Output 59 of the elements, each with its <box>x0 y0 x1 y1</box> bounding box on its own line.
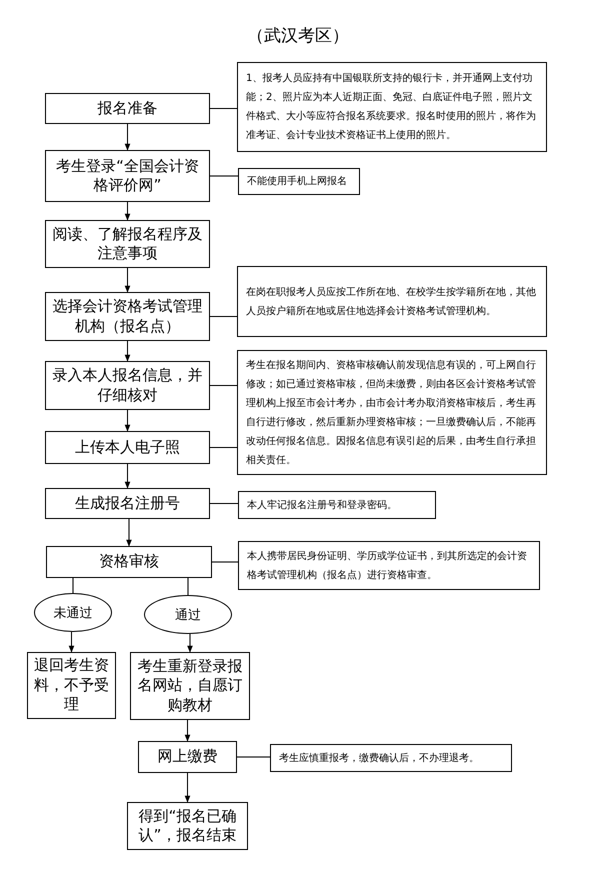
connector-line <box>210 108 238 109</box>
arrow <box>184 720 190 742</box>
connector-line <box>210 385 238 386</box>
node-text: 得到“报名已确认”，报名结束 <box>138 806 238 846</box>
process-box <box>45 150 210 202</box>
connector-line <box>210 447 238 448</box>
process-box <box>45 220 210 268</box>
node-text: 报名准备 <box>98 98 158 118</box>
process-box <box>45 431 210 464</box>
process-box <box>46 546 212 578</box>
note-box <box>270 744 512 772</box>
diagram-title: （武汉考区） <box>247 25 349 47</box>
node-text: 1、报考人员应持有中国银联所支持的银行卡，并开通网上支付功能；2、照片应为本人近期正面、免冠、白底证件电子照，照片文件格式、大小等应符合报名系统要求。报名时使用的照片，将作为准考证、会计专业技术资格证书上使用的照片。 <box>246 72 537 143</box>
note-box <box>238 168 360 195</box>
note-box <box>237 62 547 152</box>
node-text: 阅读、了解报名程序及注意事项 <box>52 224 203 264</box>
arrow <box>124 340 130 362</box>
node-text: 上传本人电子照 <box>75 438 180 458</box>
arrow <box>124 124 130 151</box>
note-box <box>238 541 540 590</box>
node-text: 网上缴费 <box>158 747 218 767</box>
arrow <box>124 464 130 489</box>
process-box <box>45 292 210 341</box>
node-text: 未通过 <box>54 604 92 622</box>
node-text: 考生登录“全国会计资格评价网” <box>55 156 200 196</box>
process-box <box>138 741 237 773</box>
node-text: 本人携带居民身份证明、学历或学位证书，到其所选定的会计资格考试管理机构（报名点）进行资格审查。 <box>247 550 528 582</box>
arrow <box>124 202 130 221</box>
node-text: 考生重新登录报名网站，自愿订购教材 <box>137 656 243 716</box>
node-text: 本人牢记报名注册号和登录密码。 <box>247 498 397 512</box>
node-text: 退回考生资料，不予受理 <box>34 656 109 715</box>
node-text: 通过 <box>175 606 201 624</box>
process-box <box>45 361 210 410</box>
arrow <box>124 268 130 293</box>
arrow <box>187 634 193 653</box>
arrow <box>184 772 190 803</box>
node-text: 生成报名注册号 <box>75 494 180 514</box>
node-text: 资格审核 <box>99 552 159 572</box>
connector-line <box>236 756 270 758</box>
process-box <box>45 488 210 519</box>
process-box <box>27 652 116 719</box>
process-box <box>45 93 210 124</box>
process-box <box>130 652 250 720</box>
arrow <box>68 632 74 653</box>
note-box <box>238 491 436 519</box>
connector-line <box>72 578 74 594</box>
connector-line <box>210 316 238 317</box>
node-text: 选择会计资格考试管理机构（报名点） <box>52 297 203 336</box>
process-box <box>127 802 248 850</box>
node-text: 考生应慎重报考，缴费确认后，不办理退考。 <box>279 752 479 766</box>
note-box <box>237 266 547 337</box>
connector-line <box>210 503 238 504</box>
node-text: 不能使用手机上网报名 <box>247 174 347 189</box>
node-text: 录入本人报名信息，并仔细核对 <box>52 366 203 405</box>
node-text: 考生在报名期间内、资格审核确认前发现信息有误的，可上网自行修改；如已通过资格审核，但尚未缴费，则由各区会计资格考试管理机构上报至市会计考办，由市会计考办取消资格审核后，考生再自行进行修改，然后重新办理资格审核；一旦缴费确认后，不能再改动任何报名信息。因报名信息有误引起的后果，由考生自行承担相关责任。 <box>246 358 537 468</box>
arrow <box>126 518 132 547</box>
node-text: 在岗在职报考人员应按工作所在地、在校学生按学籍所在地，其他人员按户籍所在地或居住地选择会计资格考试管理机构。 <box>246 286 537 318</box>
arrow <box>124 410 130 432</box>
note-box <box>237 350 547 475</box>
